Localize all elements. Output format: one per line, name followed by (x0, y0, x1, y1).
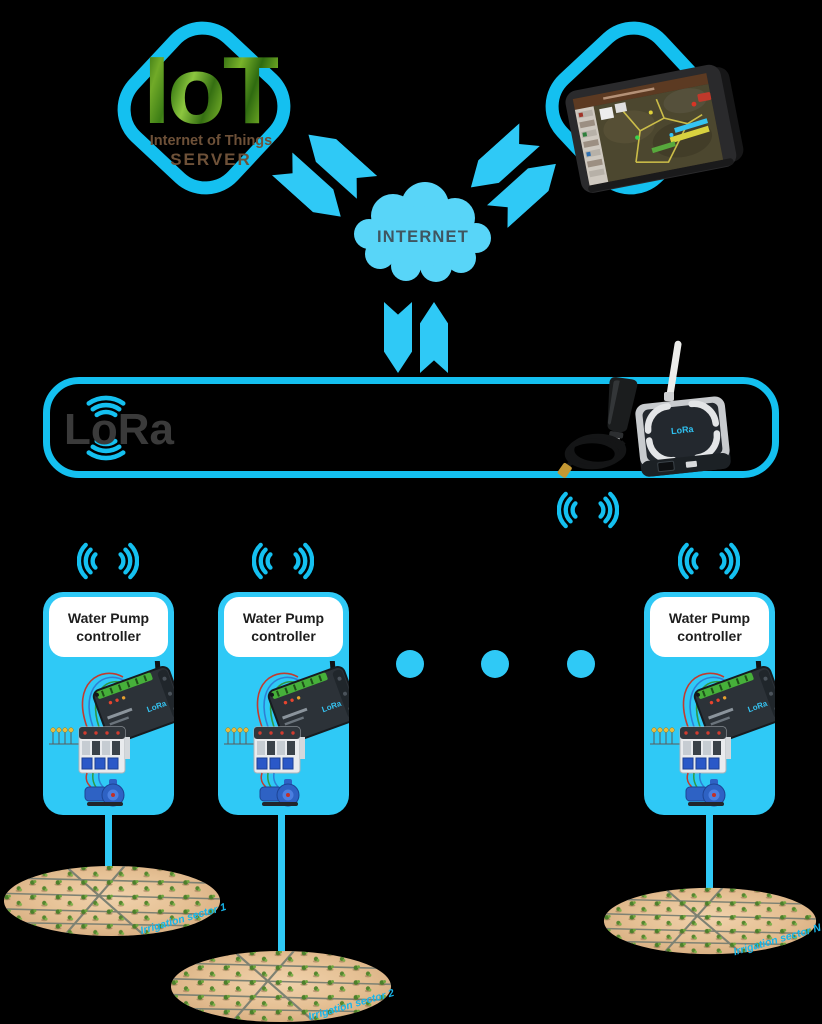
gateway-antenna-icon (666, 340, 682, 399)
lora-wordmark: LoRa (64, 405, 175, 454)
internet-cloud: INTERNET (354, 182, 491, 282)
cable-connector (557, 463, 572, 478)
connection-line-sector2 (278, 812, 285, 954)
controller2-wireless-signal-icon (252, 542, 314, 580)
gateway-wireless-signal-icon (557, 491, 619, 529)
ellipsis-dot (481, 650, 509, 678)
controller-label: Water Pump controller (49, 597, 168, 657)
controller1-wireless-signal-icon (77, 542, 139, 580)
water-pump-controller-card-N: Water Pump controller (644, 592, 775, 815)
lora-wave-arcs-icon (86, 395, 126, 461)
iot-subtitle: Internet of Things (149, 132, 273, 149)
connection-line-sector1 (105, 812, 112, 870)
lora-logo: LoRa (64, 395, 175, 461)
pump-system-illustration (43, 660, 174, 810)
irrigation-field-2 (169, 949, 393, 1024)
iot-server-content: IoT Internet of Things SERVER (99, 37, 323, 170)
cloud-lora-arrows-icon (384, 302, 448, 374)
tablet-device (565, 64, 744, 193)
iot-logo: IoT (143, 37, 282, 144)
lora-gateway-device: LoRa (557, 340, 731, 478)
water-pump-controller-card-1: Water Pump controller (43, 592, 174, 815)
irrigation-field-1 (2, 864, 222, 938)
lora-network-zone (43, 377, 779, 478)
pump-system-illustration (218, 660, 349, 810)
water-pump-controller-card-2: Water Pump controller (218, 592, 349, 815)
controllerN-wireless-signal-icon (678, 542, 740, 580)
external-antenna-icon (607, 377, 638, 448)
internet-label: INTERNET (377, 228, 469, 246)
pump-system-illustration (644, 660, 775, 810)
ellipsis-dot (396, 650, 424, 678)
cloud-icon (354, 182, 491, 282)
connection-line-sectorN (706, 814, 713, 888)
gateway-box: LoRa (635, 396, 731, 477)
server-label: SERVER (170, 149, 252, 169)
ellipsis-dot (567, 650, 595, 678)
irrigation-field-N (602, 886, 818, 956)
gateway-brand-label: LoRa (671, 424, 695, 436)
controller-label: Water Pump controller (224, 597, 343, 657)
controller-label: Water Pump controller (650, 597, 769, 657)
antenna-cable-coil (563, 433, 627, 474)
